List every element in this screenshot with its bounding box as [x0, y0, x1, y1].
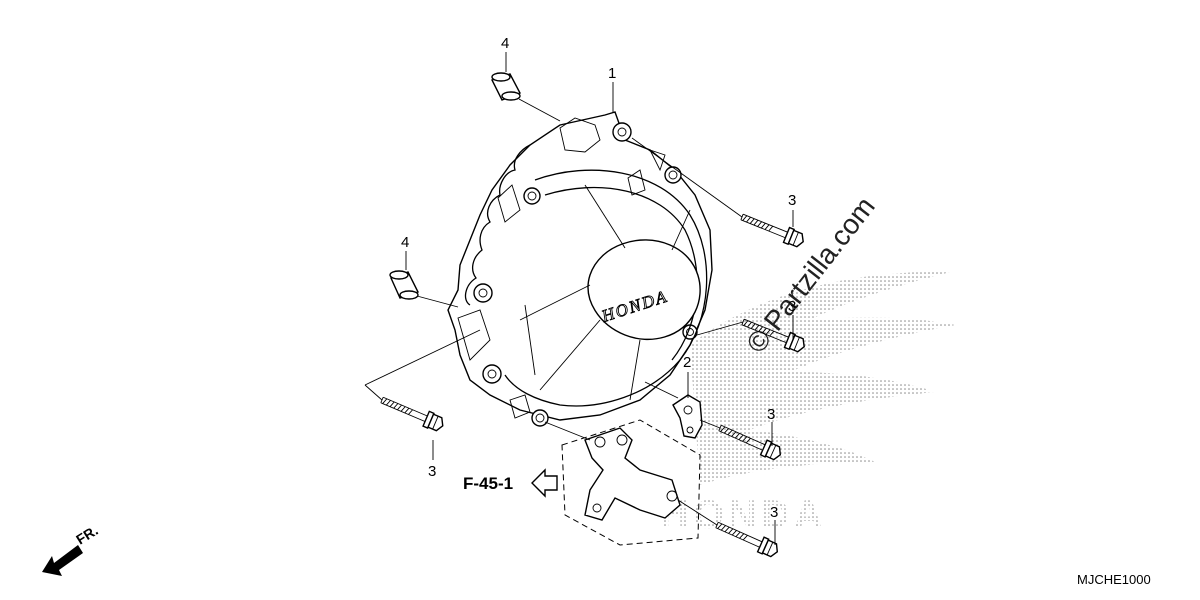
flange-bolt-1	[738, 208, 807, 250]
callout-3-bottom: 3	[770, 504, 778, 521]
front-direction-arrow-icon: FR.	[42, 522, 101, 576]
reference-assembly-outline	[561, 419, 701, 546]
leader-lines	[364, 52, 794, 545]
dowel-pin-lower	[389, 270, 419, 300]
reference-label: F-45-1	[463, 474, 513, 493]
watermark-honda-text: HONDA	[660, 493, 827, 537]
callout-1: 1	[608, 65, 616, 82]
diagram-code: MJCHE1000	[1077, 572, 1151, 587]
callout-3-lower-right: 3	[767, 406, 775, 423]
honda-wing-watermark: HONDA	[660, 271, 955, 537]
dowel-pin-upper	[491, 72, 521, 101]
callout-2: 2	[683, 354, 691, 371]
front-direction-label: FR.	[73, 522, 101, 548]
generator-cover-part: HONDA	[447, 111, 713, 427]
flange-bolt-3	[378, 391, 447, 434]
callout-4-lower: 4	[401, 234, 409, 251]
callout-4-upper: 4	[501, 35, 509, 52]
reference-arrow-icon	[531, 468, 558, 498]
callout-3-upper-right: 3	[788, 192, 796, 209]
callout-3-middle-right: 3	[788, 298, 796, 315]
bracket-part	[672, 394, 703, 439]
callout-3-left: 3	[428, 463, 436, 480]
